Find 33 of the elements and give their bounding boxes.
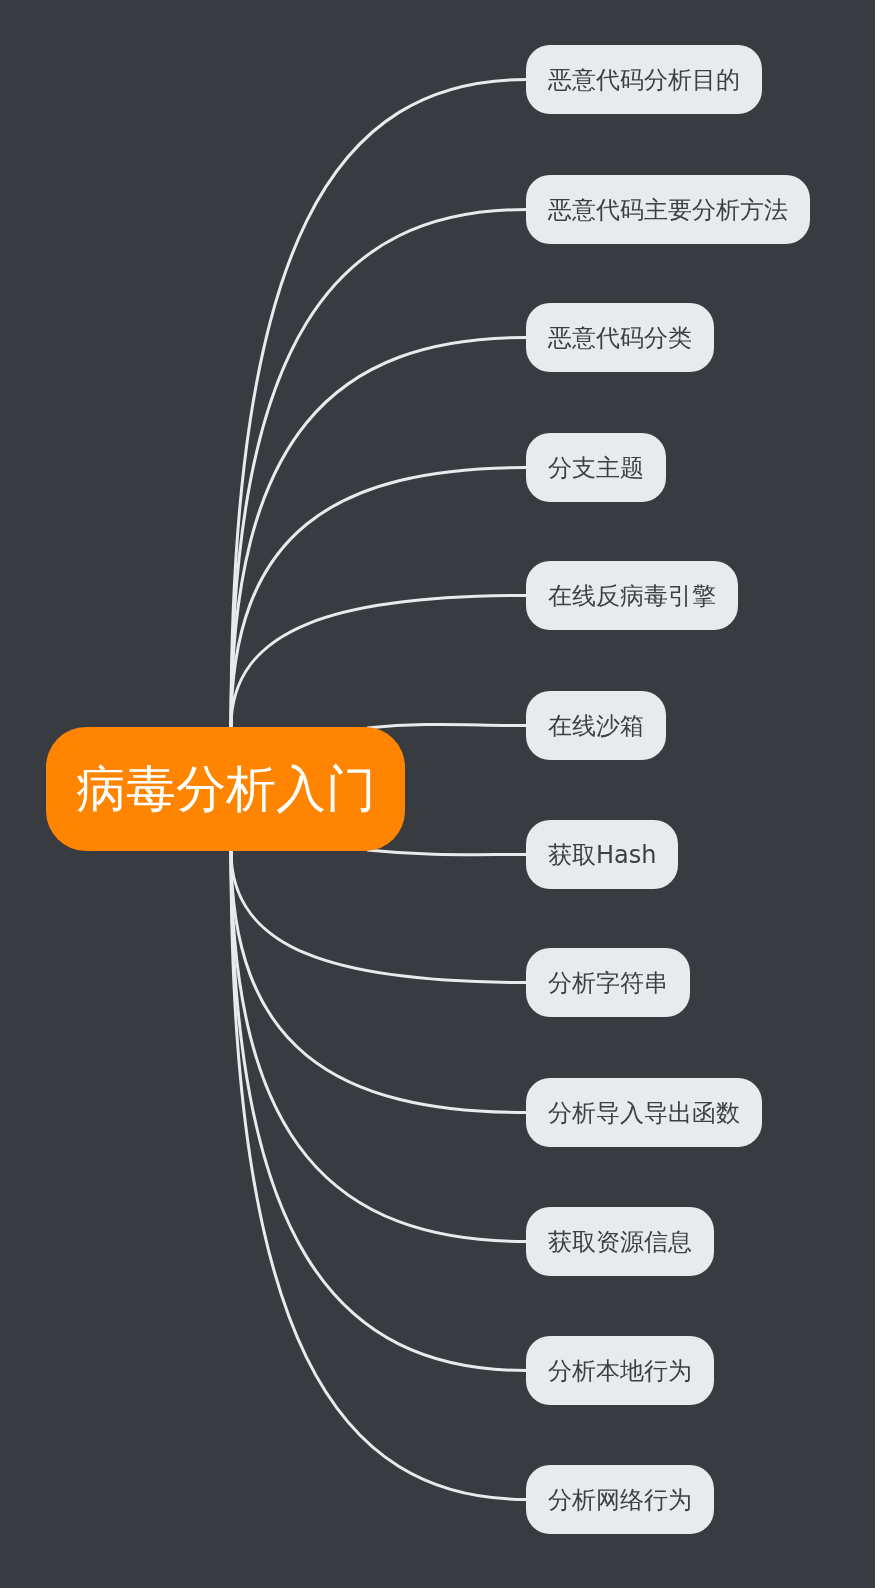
topic-text: 分支主题	[548, 452, 644, 484]
topic-text: 获取资源信息	[548, 1226, 692, 1258]
branch-line	[229, 78, 527, 728]
subtopic	[526, 820, 679, 889]
topic-text: 获取Hash	[548, 839, 657, 871]
subtopic	[526, 1465, 714, 1534]
topic-text: 恶意代码分析目的	[548, 64, 740, 96]
subtopic	[526, 175, 810, 244]
branch-line	[366, 723, 526, 730]
subtopic	[526, 1207, 714, 1276]
topic-text: 分析导入导出函数	[548, 1097, 740, 1129]
branch-line	[229, 594, 527, 728]
topic-text: 在线反病毒引擎	[548, 580, 716, 612]
branch-line	[229, 208, 527, 728]
subtopic	[526, 561, 738, 630]
subtopic	[526, 433, 666, 502]
topic-text: 在线沙箱	[548, 710, 644, 742]
subtopic	[526, 1336, 714, 1405]
topic-text: 病毒分析入门	[75, 758, 376, 820]
subtopic	[526, 45, 762, 114]
subtopic	[526, 1078, 762, 1147]
topic-text: 恶意代码分类	[548, 322, 692, 354]
topic-text: 恶意代码主要分析方法	[548, 194, 788, 226]
branch-line	[229, 466, 527, 728]
branch-line	[366, 848, 526, 857]
subtopic	[526, 303, 714, 372]
topic-text: 分析本地行为	[548, 1355, 692, 1387]
subtopic	[526, 691, 666, 760]
topic-text: 分析字符串	[548, 967, 668, 999]
subtopic	[526, 948, 690, 1017]
central-topic	[46, 727, 405, 851]
topic-text: 分析网络行为	[548, 1484, 692, 1516]
branch-line	[229, 850, 527, 1501]
